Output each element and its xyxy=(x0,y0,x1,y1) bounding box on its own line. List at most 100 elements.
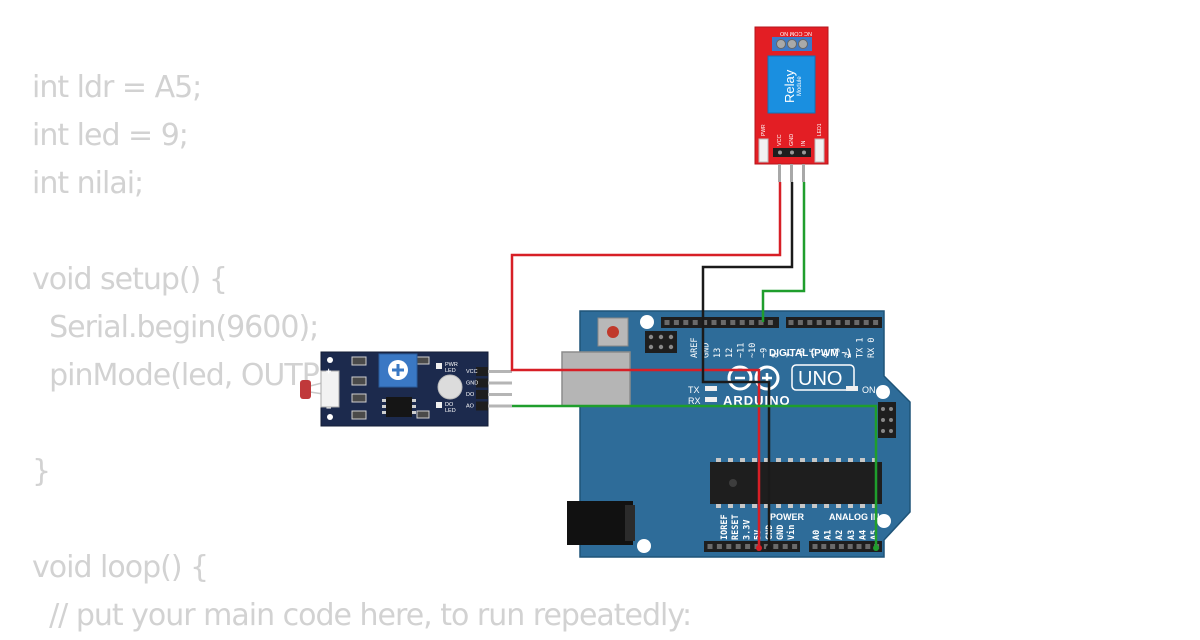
mounting-hole xyxy=(876,385,890,399)
header-hole xyxy=(664,320,670,325)
analog-label: ANALOG IN xyxy=(829,512,880,522)
relay-pwr-label: PWR xyxy=(761,124,767,136)
analog-pin-label: A4 xyxy=(858,530,868,540)
power-label: POWER xyxy=(770,512,805,522)
reset-button[interactable] xyxy=(597,317,629,347)
wire-end xyxy=(766,545,772,551)
header-hole xyxy=(749,320,755,325)
header-hole xyxy=(835,320,841,325)
arduino-logo xyxy=(727,365,780,391)
model-badge xyxy=(791,364,855,391)
header-hole xyxy=(830,544,836,549)
header-hole xyxy=(812,544,818,549)
digital-pin-label: 12 xyxy=(725,348,735,358)
header-hole xyxy=(711,320,717,325)
header-hole xyxy=(807,320,813,325)
wire-black-gnd[interactable] xyxy=(701,182,794,548)
sensor-led xyxy=(437,374,463,400)
model-label: UNO xyxy=(798,368,842,390)
header-hole xyxy=(856,544,862,549)
digital-pin-label: 13 xyxy=(713,348,723,358)
header-hole xyxy=(673,320,679,325)
header-hole xyxy=(816,320,822,325)
wire-green-ao[interactable] xyxy=(512,404,878,548)
power-pin-label: Vin xyxy=(786,525,797,540)
wire-end xyxy=(873,545,879,551)
analog-pin-label: A0 xyxy=(812,530,822,540)
header-hole xyxy=(720,320,726,325)
analog-pin-label: A3 xyxy=(847,530,857,540)
digital-pin-label: ~9 xyxy=(760,348,770,358)
power-pin-label: GND xyxy=(776,525,786,540)
rx-led xyxy=(705,397,717,402)
digital-pin-label: ~6 xyxy=(798,348,808,358)
mounting-hole xyxy=(637,539,651,553)
relay-pin-label-gnd: GND xyxy=(789,134,795,146)
header-hole xyxy=(730,320,736,325)
digital-pin-label: 2 xyxy=(844,353,854,358)
icsp-header xyxy=(645,331,677,353)
header-hole xyxy=(826,320,832,325)
relay-pwr-led xyxy=(758,138,769,163)
sensor-pin-label: GND xyxy=(466,381,478,387)
digital-pin-label: RX 0 xyxy=(867,338,877,358)
header-hole xyxy=(863,320,869,325)
sensor-pin-label: AO xyxy=(466,404,475,410)
relay-title: Relay xyxy=(782,69,797,103)
header-hole xyxy=(797,320,803,325)
digital-pin-label: GND xyxy=(702,343,712,358)
relay-body xyxy=(767,55,816,114)
header-hole xyxy=(847,544,853,549)
header-hole xyxy=(692,320,698,325)
power-pin-label: RESET xyxy=(731,514,741,540)
header-hole xyxy=(767,320,773,325)
digital-pin-label: AREF xyxy=(690,338,700,358)
header-hole xyxy=(782,544,788,549)
tx-label: TX xyxy=(688,385,700,395)
header-hole xyxy=(758,320,764,325)
header-hole xyxy=(716,544,722,549)
header-hole xyxy=(838,544,844,549)
wire-end xyxy=(756,545,762,551)
wire-red-vcc[interactable] xyxy=(510,182,782,548)
relay-pin-label-vcc: VCC xyxy=(777,134,783,146)
relay-pin-header xyxy=(773,148,811,182)
minus-label: − xyxy=(326,403,331,413)
digital-pin-label: ~5 xyxy=(809,348,819,358)
analog-header xyxy=(809,541,882,552)
header-hole xyxy=(773,544,779,549)
power-pin-label: IOREF xyxy=(720,514,730,540)
dc-power-jack xyxy=(567,501,635,545)
header-hole xyxy=(739,320,745,325)
sensor-pin-label: VCC xyxy=(466,369,478,375)
power-header xyxy=(704,541,800,552)
header-hole xyxy=(821,544,827,549)
relay-pin-label-in: IN xyxy=(801,140,807,146)
code-background: int ldr = A5; int led = 9; int nilai; vo… xyxy=(32,70,692,633)
relay-module[interactable]: NC COM NO Relay Module PWR LED1 VCC GND … xyxy=(754,26,829,182)
wires xyxy=(510,182,879,551)
header-hole xyxy=(735,544,741,549)
sensor-pin-label: DO xyxy=(466,392,475,398)
plus-label: + xyxy=(326,366,331,376)
digital-pin-label: ~10 xyxy=(748,343,758,358)
header-hole xyxy=(792,544,798,549)
digital-label: DIGITAL (PWM ~) xyxy=(769,348,851,359)
comparator-chip xyxy=(382,397,416,417)
atmega-chip xyxy=(710,458,882,508)
on-led xyxy=(846,386,858,391)
relay-terminal-block xyxy=(772,37,812,51)
wire-green-signal[interactable] xyxy=(761,182,806,322)
potentiometer[interactable] xyxy=(378,353,418,388)
on-label: ON xyxy=(862,385,876,395)
pwr-led xyxy=(436,363,442,369)
terminal-block xyxy=(320,370,340,408)
header-hole xyxy=(865,544,871,549)
digital-pin-label: TX 1 xyxy=(856,338,866,358)
